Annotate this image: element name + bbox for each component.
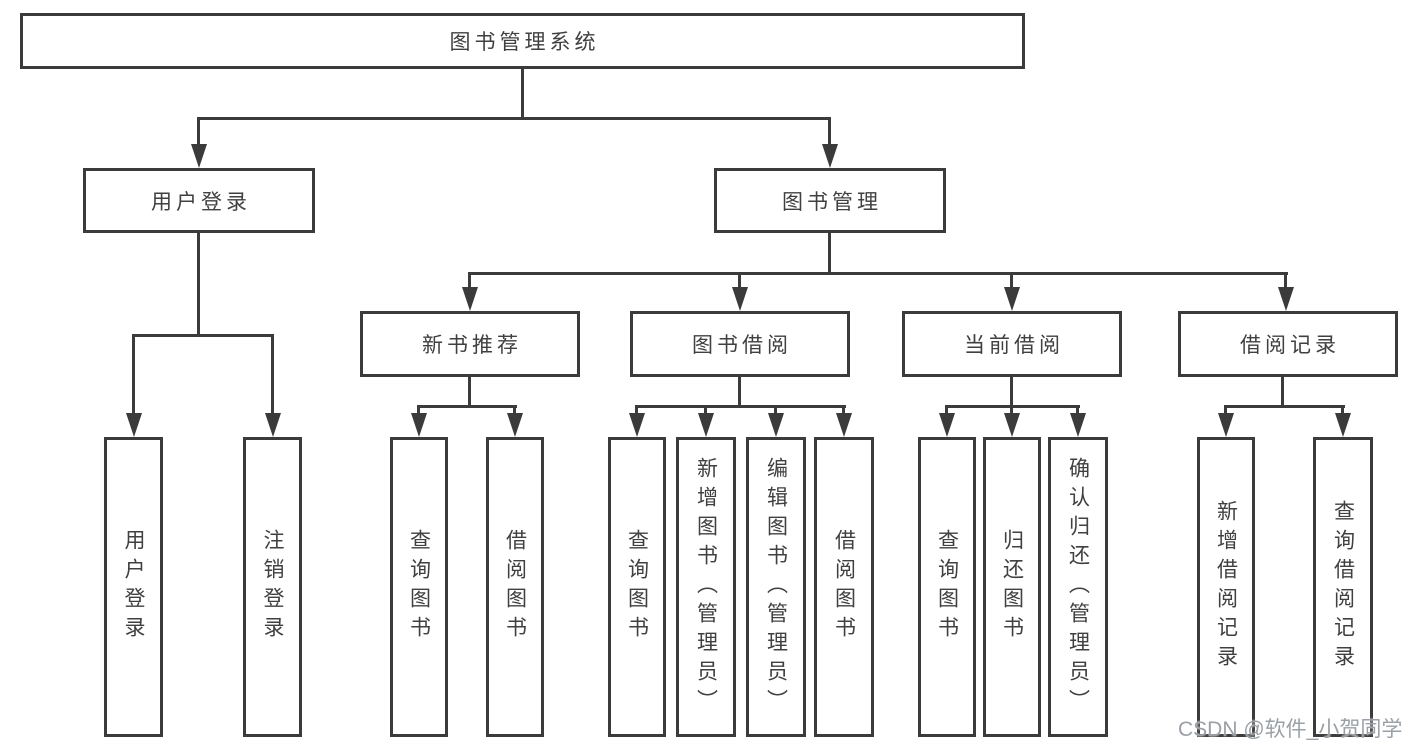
section-label: 当前借阅 xyxy=(964,334,1064,357)
leaf-label: 归还图书 xyxy=(1000,529,1024,645)
connector-sections-rail xyxy=(468,272,1288,275)
node-new-book-recommend: 新书推荐 xyxy=(360,311,580,377)
node-leaf-add-borrow-record: 新增借阅记录 xyxy=(1197,437,1255,737)
arrow-down-icon xyxy=(1004,287,1020,311)
connector-book-management-stem xyxy=(828,233,831,275)
connector-drop-leaf xyxy=(271,334,274,416)
node-leaf-query-books-1: 查询图书 xyxy=(390,437,448,737)
leaf-label: 新增借阅记录 xyxy=(1214,500,1238,674)
connector-user-login-stem xyxy=(197,233,200,337)
connector-drop-leaf xyxy=(1010,405,1013,417)
connector-drop-leaf xyxy=(513,405,516,417)
node-leaf-confirm-return-admin: 确认归还（管理员） xyxy=(1048,437,1108,737)
node-leaf-edit-book-admin: 编辑图书（管理员） xyxy=(746,437,806,737)
connector-drop-leaf xyxy=(132,334,135,416)
arrow-down-icon xyxy=(836,413,852,437)
leaf-label: 查询图书 xyxy=(935,529,959,645)
connector-drop-user-login xyxy=(197,117,200,147)
node-root: 图书管理系统 xyxy=(20,13,1025,69)
leaf-label: 查询图书 xyxy=(625,529,649,645)
connector-level2-rail xyxy=(197,117,831,120)
node-current-borrow: 当前借阅 xyxy=(902,311,1122,377)
connector-drop-section xyxy=(738,272,741,292)
connector-drop-leaf xyxy=(842,405,845,417)
leaf-label: 注销登录 xyxy=(261,529,284,645)
connector-drop-leaf xyxy=(635,405,638,417)
leaf-label: 用户登录 xyxy=(122,529,145,645)
node-leaf-user-login: 用户登录 xyxy=(104,437,163,737)
connector-leaf-rail xyxy=(417,405,517,408)
connector-drop-leaf xyxy=(1224,405,1227,417)
node-borrow-records: 借阅记录 xyxy=(1178,311,1398,377)
leaf-label: 查询图书 xyxy=(407,529,431,645)
connector-section-stem xyxy=(468,377,471,408)
leaf-label: 编辑图书（管理员） xyxy=(764,456,788,718)
leaf-label: 借阅图书 xyxy=(503,529,527,645)
node-leaf-borrow-books-1: 借阅图书 xyxy=(486,437,544,737)
connector-user-login-rail xyxy=(132,334,274,337)
arrow-down-icon xyxy=(462,287,478,311)
node-user-login: 用户登录 xyxy=(83,168,315,233)
node-book-borrow: 图书借阅 xyxy=(630,311,850,377)
arrow-down-icon xyxy=(1004,413,1020,437)
connector-drop-section xyxy=(468,272,471,292)
node-book-management-label: 图书管理 xyxy=(782,190,882,214)
node-user-login-label: 用户登录 xyxy=(151,190,251,214)
connector-drop-leaf xyxy=(417,405,420,417)
connector-drop-book-management xyxy=(828,117,831,147)
connector-drop-leaf xyxy=(704,405,707,417)
node-leaf-query-books-3: 查询图书 xyxy=(918,437,976,737)
section-label: 新书推荐 xyxy=(422,334,522,357)
arrow-down-icon xyxy=(265,413,281,437)
connector-drop-section xyxy=(1010,272,1013,292)
arrow-down-icon xyxy=(126,413,142,437)
node-leaf-borrow-books-2: 借阅图书 xyxy=(814,437,874,737)
leaf-label: 确认归还（管理员） xyxy=(1066,456,1090,718)
section-label: 借阅记录 xyxy=(1240,334,1340,357)
leaf-label: 新增图书（管理员） xyxy=(694,456,718,718)
arrow-down-icon xyxy=(939,413,955,437)
arrow-down-icon xyxy=(507,413,523,437)
connector-drop-leaf xyxy=(945,405,948,417)
arrow-down-icon xyxy=(1278,287,1294,311)
connector-drop-leaf xyxy=(774,405,777,417)
arrow-down-icon xyxy=(191,144,207,168)
arrow-down-icon xyxy=(822,144,838,168)
watermark-text: CSDN @软件_小贺同学 xyxy=(1178,718,1403,741)
leaf-label: 查询借阅记录 xyxy=(1331,500,1355,674)
node-book-management: 图书管理 xyxy=(714,168,946,233)
arrow-down-icon xyxy=(732,287,748,311)
section-label: 图书借阅 xyxy=(692,334,792,357)
connector-drop-section xyxy=(1284,272,1287,292)
connector-section-stem xyxy=(1010,377,1013,408)
node-leaf-query-borrow-record: 查询借阅记录 xyxy=(1313,437,1373,737)
arrow-down-icon xyxy=(1218,413,1234,437)
node-leaf-logout: 注销登录 xyxy=(243,437,302,737)
node-leaf-return-books: 归还图书 xyxy=(983,437,1041,737)
connector-drop-leaf xyxy=(1341,405,1344,417)
connector-leaf-rail xyxy=(635,405,846,408)
connector-leaf-rail xyxy=(1224,405,1345,408)
connector-section-stem xyxy=(1281,377,1284,408)
connector-root-stem xyxy=(521,67,524,120)
arrow-down-icon xyxy=(1335,413,1351,437)
node-leaf-add-book-admin: 新增图书（管理员） xyxy=(676,437,736,737)
leaf-label: 借阅图书 xyxy=(832,529,856,645)
arrow-down-icon xyxy=(768,413,784,437)
node-leaf-query-books-2: 查询图书 xyxy=(608,437,666,737)
node-root-label: 图书管理系统 xyxy=(449,31,600,54)
arrow-down-icon xyxy=(629,413,645,437)
connector-drop-leaf xyxy=(1076,405,1079,417)
arrow-down-icon xyxy=(698,413,714,437)
arrow-down-icon xyxy=(411,413,427,437)
arrow-down-icon xyxy=(1070,413,1086,437)
connector-section-stem xyxy=(738,377,741,408)
